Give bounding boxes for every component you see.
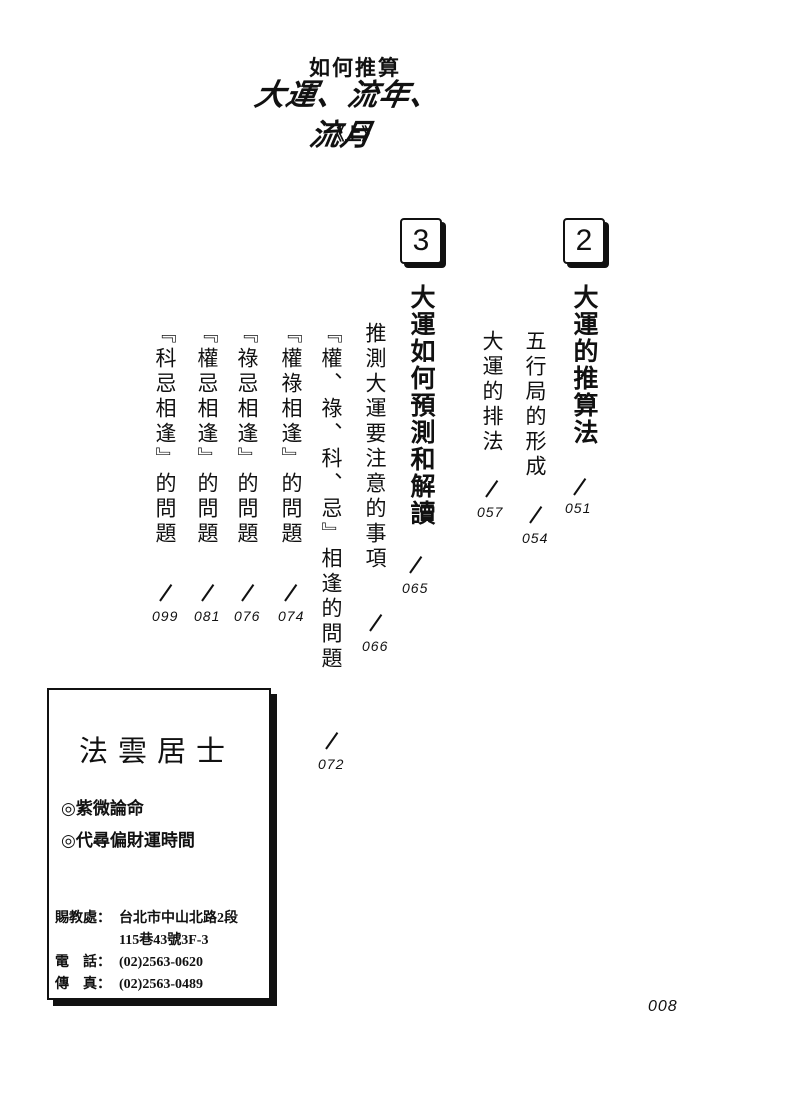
chapter-3-number: 3	[400, 218, 442, 264]
section-3-5-title[interactable]: 『權忌相逢』的問題	[195, 322, 219, 547]
chapter-2-number: 2	[563, 218, 605, 264]
section-3-4-page: 076	[234, 608, 261, 624]
author-card: 法雲居士 ◎紫微論命 ◎代尋偏財運時間 賜教處： 台北市中山北路2段 115巷4…	[47, 688, 271, 1000]
section-2-1-title[interactable]: 五行局的形成	[523, 330, 547, 480]
section-3-2-page: 072	[318, 756, 345, 772]
section-3-1-title[interactable]: 推測大運要注意的事項	[363, 322, 387, 572]
service-item-wealth-timing: ◎代尋偏財運時間	[61, 831, 195, 851]
chapter-2-title[interactable]: 大運的推算法	[570, 284, 599, 446]
section-3-6-title[interactable]: 『科忌相逢』的問題	[153, 322, 177, 547]
chapter-2-page-slash	[573, 478, 587, 496]
section-3-5-page: 081	[194, 608, 221, 624]
chapter-3-page: 065	[402, 580, 429, 596]
section-3-5-page-slash	[201, 584, 215, 602]
section-2-1-page: 054	[522, 530, 549, 546]
chapter-3-title[interactable]: 大運如何預測和解讀	[407, 284, 436, 527]
section-3-3-page-slash	[284, 584, 298, 602]
author-name: 法雲居士	[79, 734, 236, 768]
page-number: 008	[648, 998, 678, 1015]
address-label: 賜教處：	[55, 911, 111, 926]
section-3-4-page-slash	[241, 584, 255, 602]
fax-value: (02)2563-0489	[119, 977, 203, 992]
phone-value: (02)2563-0620	[119, 955, 203, 970]
fax-label: 傳 真：	[55, 977, 111, 992]
section-3-6-page-slash	[159, 584, 173, 602]
section-2-1-page-slash	[529, 506, 543, 524]
section-3-1-page: 066	[362, 638, 389, 654]
phone-label: 電 話：	[55, 955, 111, 970]
address-line-1: 台北市中山北路2段	[119, 911, 238, 926]
section-2-2-title[interactable]: 大運的排法	[480, 330, 504, 455]
chapter-2-page: 051	[565, 500, 592, 516]
section-3-4-title[interactable]: 『祿忌相逢』的問題	[235, 322, 259, 547]
section-3-2-title[interactable]: 『權、祿、科、忌』相逢的問題	[319, 322, 343, 672]
section-2-2-page: 057	[477, 504, 504, 520]
section-3-2-page-slash	[325, 732, 339, 750]
section-2-2-page-slash	[485, 480, 499, 498]
section-3-6-page: 099	[152, 608, 179, 624]
chapter-3-page-slash	[409, 556, 423, 574]
address-line-2: 115巷43號3F-3	[119, 933, 209, 948]
section-3-3-page: 074	[278, 608, 305, 624]
service-item-destiny-reading: ◎紫微論命	[61, 799, 144, 819]
book-subtitle: 如何推算	[309, 56, 401, 80]
book-title: 大運、流年、流月	[252, 78, 445, 153]
section-3-1-page-slash	[369, 614, 383, 632]
book-volume: 《上》	[327, 125, 379, 145]
section-3-3-title[interactable]: 『權祿相逢』的問題	[279, 322, 303, 547]
